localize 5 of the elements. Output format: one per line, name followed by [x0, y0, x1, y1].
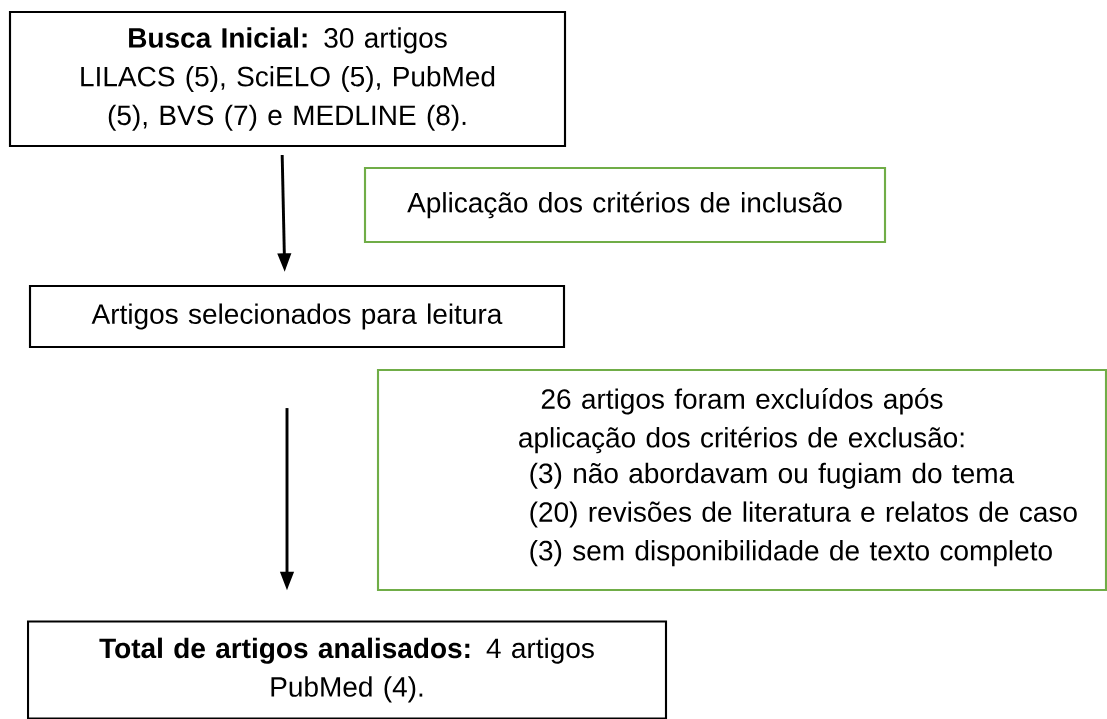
process-box: Aplicação dos critérios de inclusão: [363, 166, 887, 244]
process-box: 26 artigos foram excluídos após aplicação dos critérios de exclusão: (3) não abordavam ou fugiam do tema (20) revisões de literatura e relatos de caso (3) sem disponibilidade de texto completo: [376, 368, 1107, 592]
process-box: Busca Inicial: 30 artigos LILACS (5), SciELO (5), PubMed (5), BVS (7) e MEDLINE (8).: [8, 10, 567, 148]
process-box: Total de artigos analisados: 4 artigos PubMed (4).: [26, 620, 668, 719]
process-box: Artigos selecionados para leitura: [28, 284, 566, 349]
